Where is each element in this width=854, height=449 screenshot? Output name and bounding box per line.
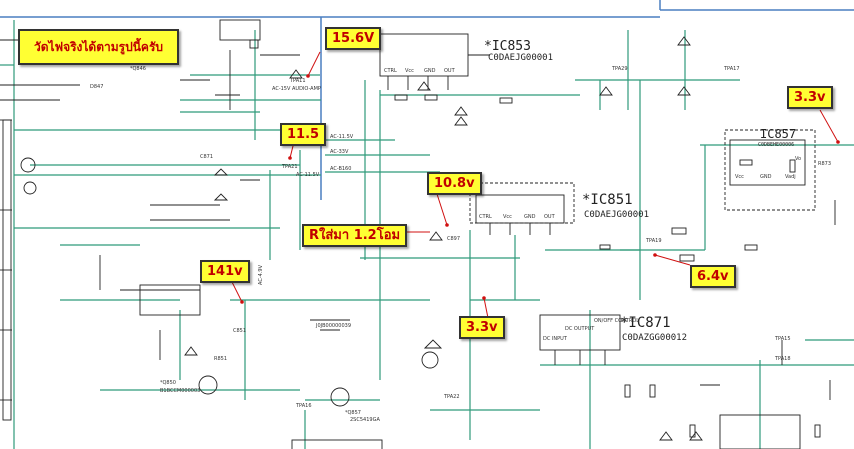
note-141v: 141v (200, 260, 250, 283)
label-r873: R873 (818, 161, 831, 167)
ic853-pin-gnd: GND (424, 68, 436, 74)
net-ac-11-5v: AC-11.5V (330, 134, 354, 140)
title-note: วัดไฟจริงได้ตามรูปนี้ครับ (18, 29, 180, 65)
label-j0jb: J0JB00000039 (315, 323, 351, 329)
label-tpa16: TPA16 (295, 403, 312, 409)
ic857-pin-vo: Vo (795, 156, 801, 162)
components (0, 19, 836, 449)
ic851-pin-gnd: GND (524, 214, 536, 220)
label-c871: C871 (200, 154, 213, 160)
ic857-part: C0DBEHE00006 (758, 142, 794, 148)
ic857-pin-gnd: GND (760, 174, 772, 180)
ic853-pin-ctrl: CTRL (384, 68, 397, 74)
ic853-name: *IC853 (484, 39, 531, 54)
note-15-6v: 15.6V (325, 27, 382, 50)
note-resistor: Rใส่มา 1.2โอม (302, 224, 408, 247)
note-3-3v-top: 3.3v (787, 86, 833, 109)
note-3-3v-bottom: 3.3v (459, 316, 505, 339)
ic871-pin-dc-output: DC OUTPUT (565, 326, 595, 332)
note-10-8v: 10.8v (427, 172, 482, 195)
label-r851: R851 (214, 356, 227, 362)
net-ac-33v: AC-33V (330, 149, 349, 155)
ic851-pin-ctrl: CTRL (479, 214, 492, 220)
label-tpa11: TPA11 (289, 78, 306, 84)
ic851-pin-out: OUT (544, 214, 556, 220)
net-ac-15v-audio: AC-15V AUDIO-AMP (272, 86, 321, 92)
net-ac-b160: AC-B160 (330, 166, 351, 172)
ic851-part: C0DAEJG00001 (584, 210, 649, 220)
net-ac-11-5v-b: AC-11.5V (296, 172, 320, 178)
ic871-name: *IC871 (620, 315, 671, 331)
traces (0, 20, 854, 449)
ic853-pin-out: OUT (444, 68, 456, 74)
label-q850-part: B1BCCM000003 (160, 388, 200, 394)
label-q857-part: 2SC5419GA (350, 417, 380, 423)
label-c897: C897 (447, 236, 460, 242)
ic857-name: IC857 (760, 127, 796, 141)
label-q850: *Q850 (160, 380, 176, 386)
ic871-pin-dc-input: DC INPUT (543, 336, 568, 342)
ic853-pin-vcc: Vcc (405, 68, 414, 74)
ic857-pin-vcc: Vcc (735, 174, 744, 180)
ic853-part: C0DAEJG00001 (488, 53, 553, 63)
label-tpa15: TPA15 (774, 336, 791, 342)
note-6-4v: 6.4v (690, 265, 736, 288)
label-q846: *Q846 (130, 66, 146, 72)
pointer-dots (240, 74, 840, 304)
net-ac-4-9v: AC-4.9V (258, 264, 264, 285)
label-tpa29: TPA29 (611, 66, 628, 72)
border-lines (0, 0, 854, 200)
label-tpa21: TPA21 (281, 164, 298, 170)
ic871-pin-onoff: ON/OFF CONTROL (594, 318, 639, 324)
label-tpa17: TPA17 (723, 66, 740, 72)
ic851-pin-vcc: Vcc (503, 214, 512, 220)
ic857-pin-vadj: Vadj (785, 174, 796, 180)
label-q857: *Q857 (345, 410, 361, 416)
label-c851: C851 (233, 328, 246, 334)
label-tpa19: TPA19 (645, 238, 662, 244)
ic871-part: C0DAZGG00012 (622, 333, 687, 343)
label-tpa22: TPA22 (443, 394, 460, 400)
label-tpa18: TPA18 (774, 356, 791, 362)
ic851-name: *IC851 (582, 192, 633, 208)
note-11-5: 11.5 (280, 123, 327, 146)
pointer-lines (231, 51, 839, 319)
label-d847: D847 (90, 84, 103, 90)
